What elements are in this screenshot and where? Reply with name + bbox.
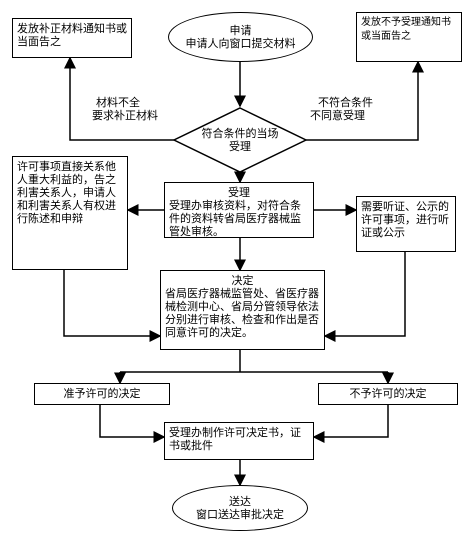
arrow-rights-to-decision: [63, 270, 162, 342]
hearing-box: 需要听证、公示的许可事项，进行听证或公示: [356, 196, 456, 252]
label-incomplete-line2: 要求补正材料: [92, 109, 158, 122]
accept-box: 受理 受理办审核资料，对符合条件的资料转省局医疗器械监管处审核。: [164, 182, 314, 238]
hearing-text: 需要听证、公示的许可事项，进行听证或公示: [361, 200, 449, 239]
notify-correction-box: 发放补正材料通知书或当面告之: [12, 18, 132, 58]
deny-box: 不予许可的决定: [318, 383, 458, 405]
rights-box: 许可事项直接关系他人重大利益的，告之利害关系人，申请人和利害关系人有权进行陈述和…: [12, 156, 128, 270]
produce-box: 受理办制作许可决定书，证书或批件: [164, 422, 314, 460]
decision-diamond-text: 符合条件的当场受理: [200, 127, 280, 153]
deliver-title: 送达: [229, 495, 251, 508]
grant-text: 准予许可的决定: [63, 387, 141, 400]
notify-correction-text: 发放补正材料通知书或当面告之: [17, 22, 127, 48]
arrow-hearing-to-decision: [323, 252, 406, 342]
label-incomplete: 材料不全 要求补正材料: [92, 96, 158, 122]
deliver-node: 送达 窗口送达审批决定: [172, 485, 308, 531]
grant-box: 准予许可的决定: [34, 383, 170, 405]
label-not-eligible-line1: 不符合条件: [318, 96, 373, 109]
arrow-to-correction: [64, 56, 174, 141]
decide-accept-text: 符合条件的当场受理: [201, 127, 279, 153]
rights-text: 许可事项直接关系他人重大利益的，告之利害关系人，申请人和利害关系人有权进行陈述和…: [17, 160, 116, 225]
label-incomplete-line1: 材料不全: [96, 96, 140, 109]
apply-body: 申请人向窗口提交材料: [185, 37, 296, 50]
deny-text: 不予许可的决定: [349, 387, 427, 400]
label-not-eligible: 不符合条件 不同意受理: [310, 96, 373, 122]
notify-reject-text: 发放不予受理通知书或当面告之: [361, 17, 451, 42]
arrow-deny-to-produce: [312, 405, 389, 443]
arrow-to-reject: [306, 60, 424, 141]
produce-text: 受理办制作许可决定书，证书或批件: [169, 426, 301, 452]
decision-body: 省局医疗器械监管处、省医疗器械检测中心、省局分管领导依法分别进行审核、检查和作出…: [165, 287, 319, 339]
apply-node: 申请 申请人向窗口提交材料: [168, 12, 313, 62]
accept-title: 受理: [228, 186, 250, 199]
notify-reject-box: 发放不予受理通知书或当面告之: [356, 12, 462, 62]
decision-box: 决定 省局医疗器械监管处、省医疗器械检测中心、省局分管领导依法分别进行审核、检查…: [160, 270, 325, 350]
label-not-eligible-line2: 不同意受理: [310, 109, 365, 122]
deliver-body: 窗口送达审批决定: [196, 508, 284, 521]
apply-title: 申请: [229, 24, 252, 37]
arrow-grant-to-produce: [99, 405, 166, 443]
decision-title: 决定: [231, 274, 254, 287]
accept-body: 受理办审核资料，对符合条件的资料转省局医疗器械监管处审核。: [169, 199, 301, 238]
